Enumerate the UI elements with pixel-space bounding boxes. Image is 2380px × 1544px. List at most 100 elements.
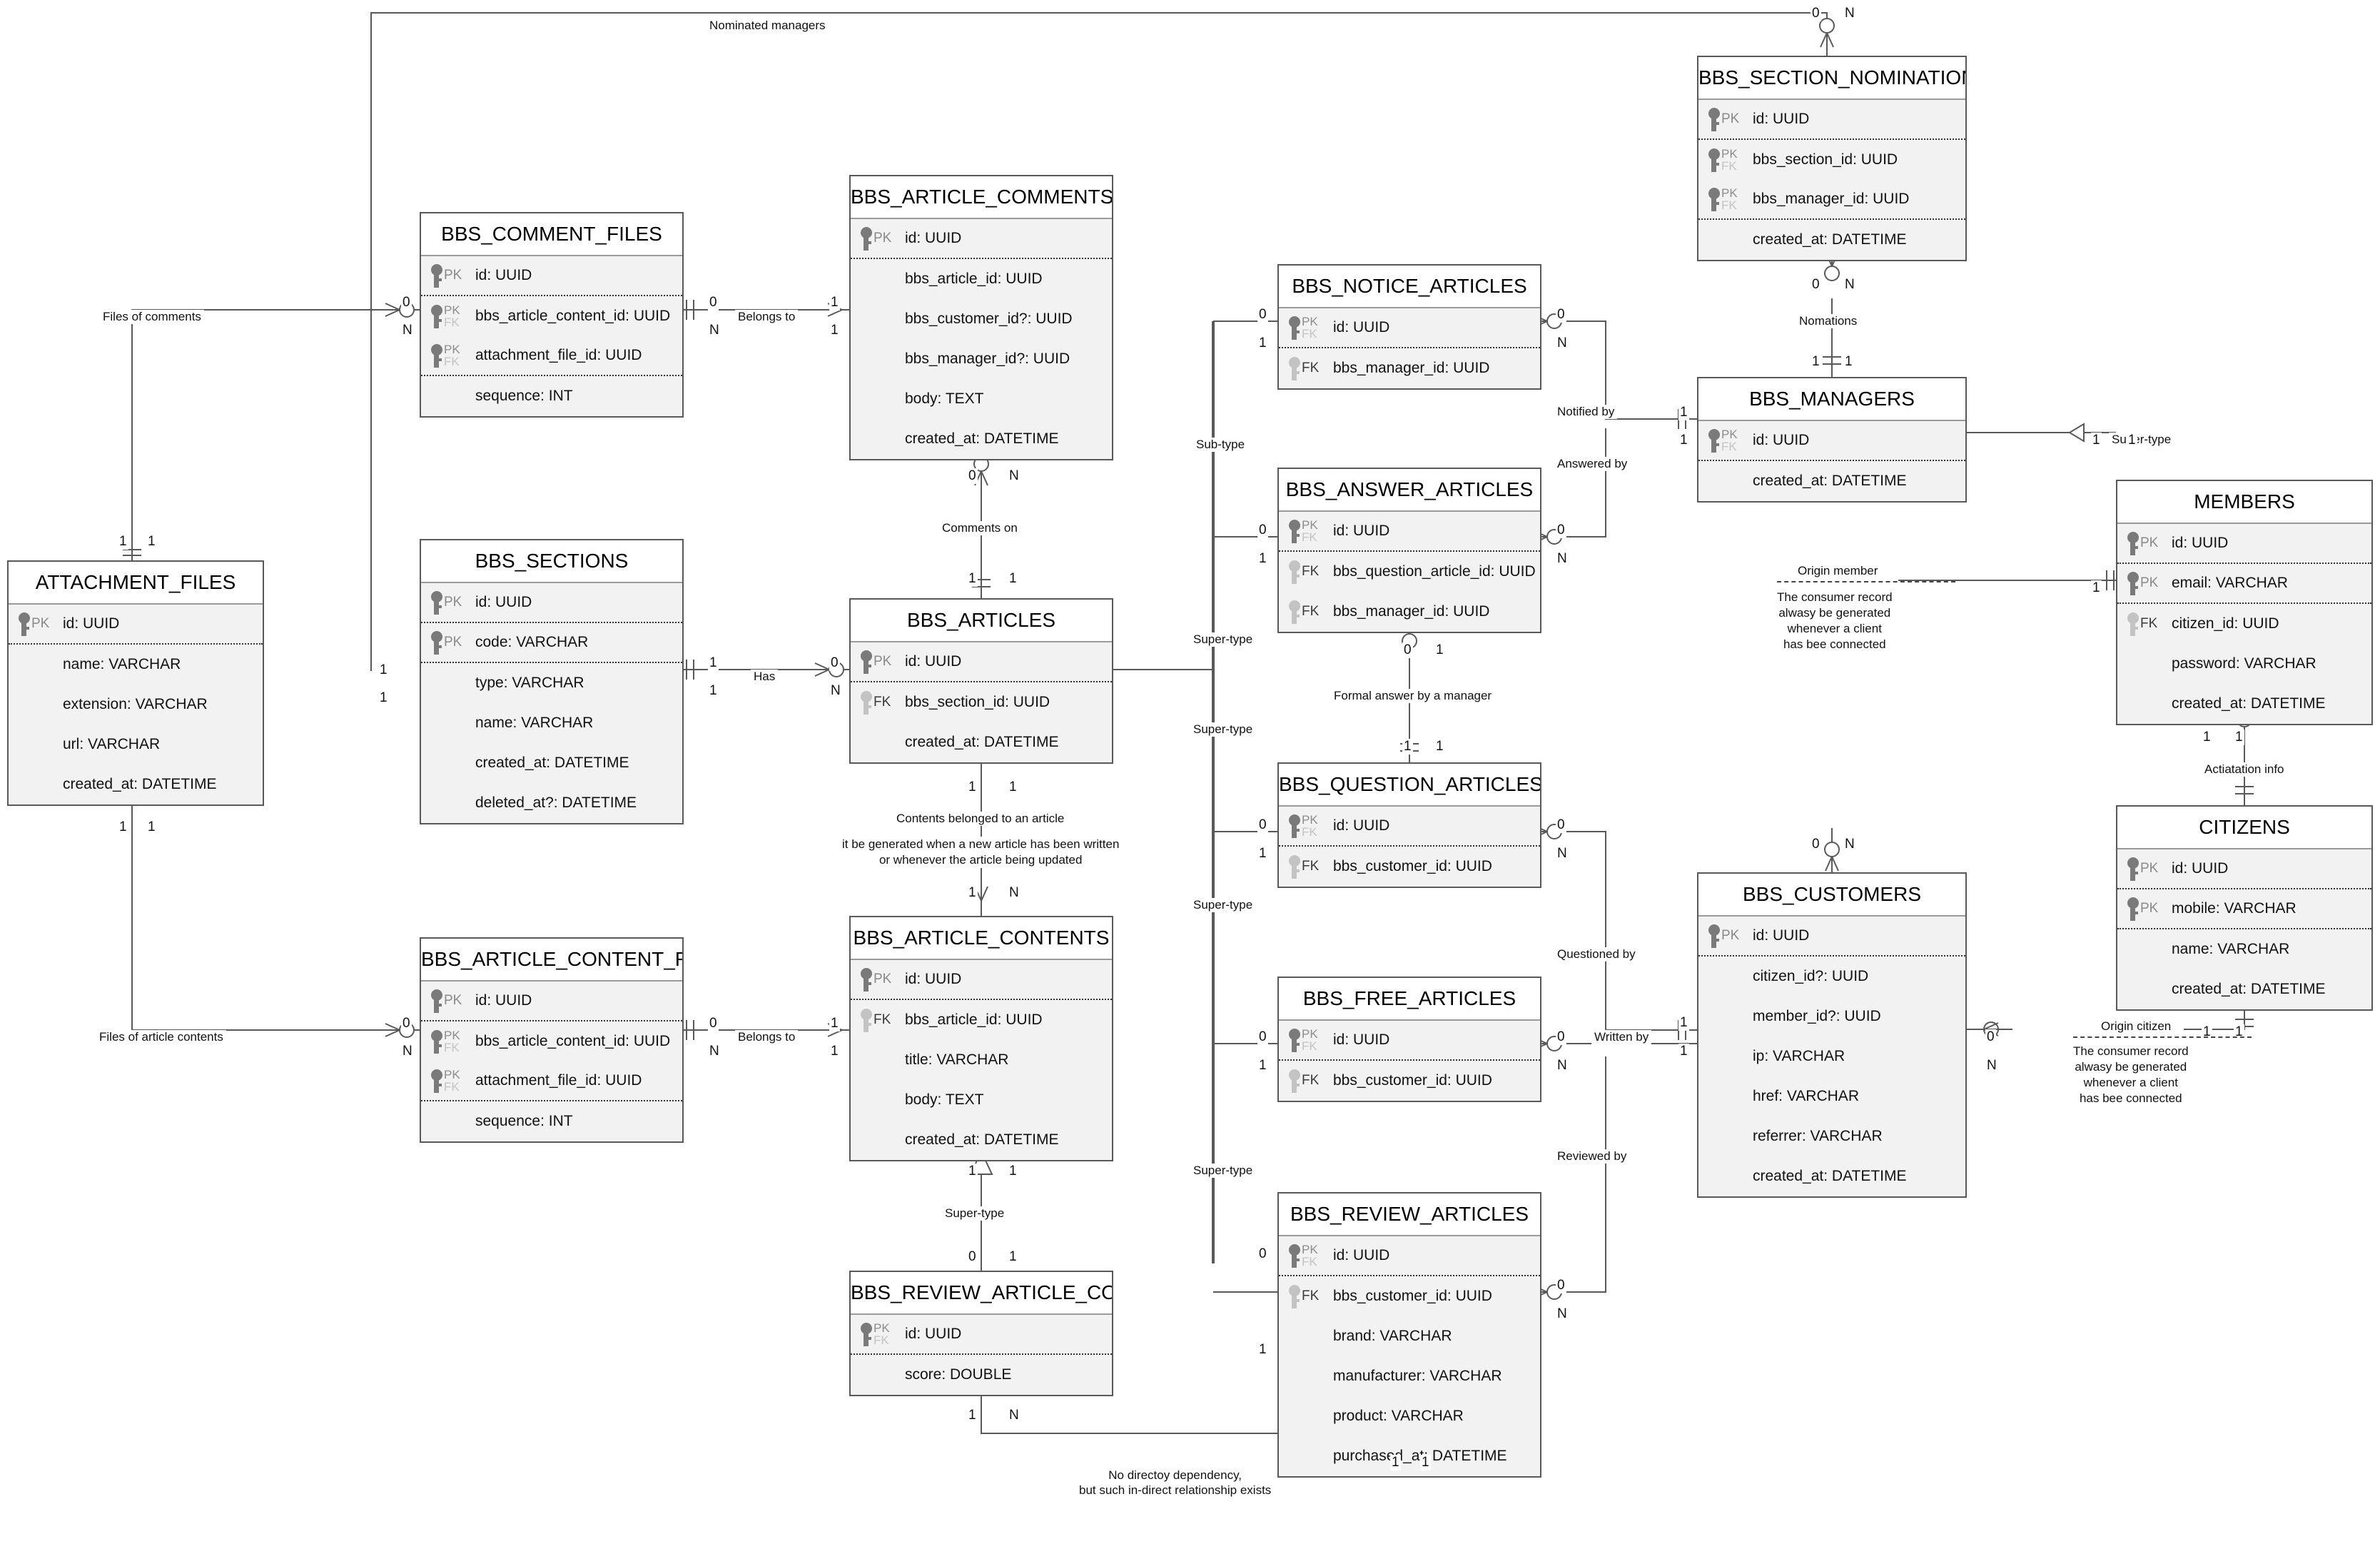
relationship-label-actiatation-info: Actiatation info: [2202, 762, 2287, 777]
cardinality-marker: 1: [1257, 1342, 1268, 1358]
key-column: FK: [1289, 592, 1333, 632]
cardinality-marker: 1: [1257, 1058, 1268, 1074]
key-column: PK: [431, 583, 475, 622]
cardinality-marker: 1: [378, 662, 389, 678]
key-icon: [431, 344, 442, 368]
cardinality-marker: 1: [829, 295, 840, 311]
relationship-label-files-of-article-contents: Files of article contents: [96, 1030, 226, 1044]
field-name: manufacturer: VARCHAR: [1333, 1368, 1502, 1384]
key-column: [431, 1101, 475, 1141]
relationship-label-formal-answer: Formal answer by a manager: [1331, 689, 1495, 703]
key-column: [1708, 461, 1753, 501]
cardinality-marker: 1: [967, 1164, 978, 1179]
field-row: sequence: INT: [421, 1101, 682, 1141]
cardinality-marker: 1: [708, 655, 719, 671]
cardinality-marker: 1: [829, 1016, 840, 1031]
field-row: ip: VARCHAR: [1698, 1036, 1965, 1076]
key-column: PK: [431, 982, 475, 1020]
field-name: bbs_manager_id: UUID: [1333, 360, 1490, 376]
field-name: bbs_article_content_id: UUID: [475, 308, 671, 324]
cardinality-marker: 1: [1257, 335, 1268, 351]
key-column: [861, 1040, 905, 1080]
note-note-article-contents: it be generated when a new article has b…: [842, 837, 1120, 869]
field-name: id: UUID: [905, 230, 962, 246]
key-column: FK: [861, 682, 905, 722]
key-icon: [861, 968, 872, 992]
field-row: manufacturer: VARCHAR: [1279, 1356, 1540, 1396]
key-column: [861, 259, 905, 299]
field-name: bbs_article_id: UUID: [905, 1011, 1043, 1028]
field-name: bbs_question_article_id: UUID: [1333, 563, 1536, 580]
cardinality-marker: 1: [118, 534, 128, 550]
key-icon: [2127, 897, 2139, 921]
key-icon: [431, 631, 442, 655]
field-row: purchased_at: DATETIME: [1279, 1436, 1540, 1476]
cardinality-marker: 1: [1257, 551, 1268, 567]
cardinality-marker: 0: [1811, 6, 1821, 21]
key-icon: [1708, 924, 1720, 948]
key-icon: [1289, 1244, 1300, 1268]
relationship-label-answered-by: Answered by: [1554, 457, 1631, 471]
field-name: product: VARCHAR: [1333, 1408, 1464, 1424]
field-name: name: VARCHAR: [2172, 941, 2290, 957]
key-label: PK: [2140, 535, 2159, 551]
field-name: id: UUID: [905, 971, 962, 987]
field-name: sequence: INT: [475, 388, 573, 404]
cardinality-marker: N: [1556, 1306, 1569, 1322]
key-column: PK: [1708, 100, 1753, 138]
field-row: created_at: DATETIME: [2117, 969, 2371, 1009]
cardinality-marker: N: [1843, 6, 1856, 21]
cardinality-marker: 0: [1402, 642, 1413, 658]
cardinality-marker: 1: [1434, 642, 1445, 658]
field-name: created_at: DATETIME: [1753, 473, 1907, 489]
cardinality-marker: 1: [1008, 1164, 1018, 1179]
entity-bbs_review_article_contents[interactable]: BBS_REVIEW_ARTICLE_CONTENTSPKFKid: UUIDs…: [849, 1271, 1113, 1396]
key-icon: [1289, 600, 1300, 624]
cardinality-marker: 0: [708, 1016, 719, 1031]
field-row: name: VARCHAR: [2117, 929, 2371, 969]
field-name: type: VARCHAR: [475, 675, 584, 691]
key-column: FK: [1289, 1276, 1333, 1316]
field-row: body: TEXT: [851, 1080, 1112, 1120]
cardinality-marker: 1: [378, 690, 389, 706]
entity-title: BBS_COMMENT_FILES: [421, 213, 682, 256]
key-label: PK: [2140, 861, 2159, 877]
field-row: citizen_id?: UUID: [1698, 957, 1965, 996]
